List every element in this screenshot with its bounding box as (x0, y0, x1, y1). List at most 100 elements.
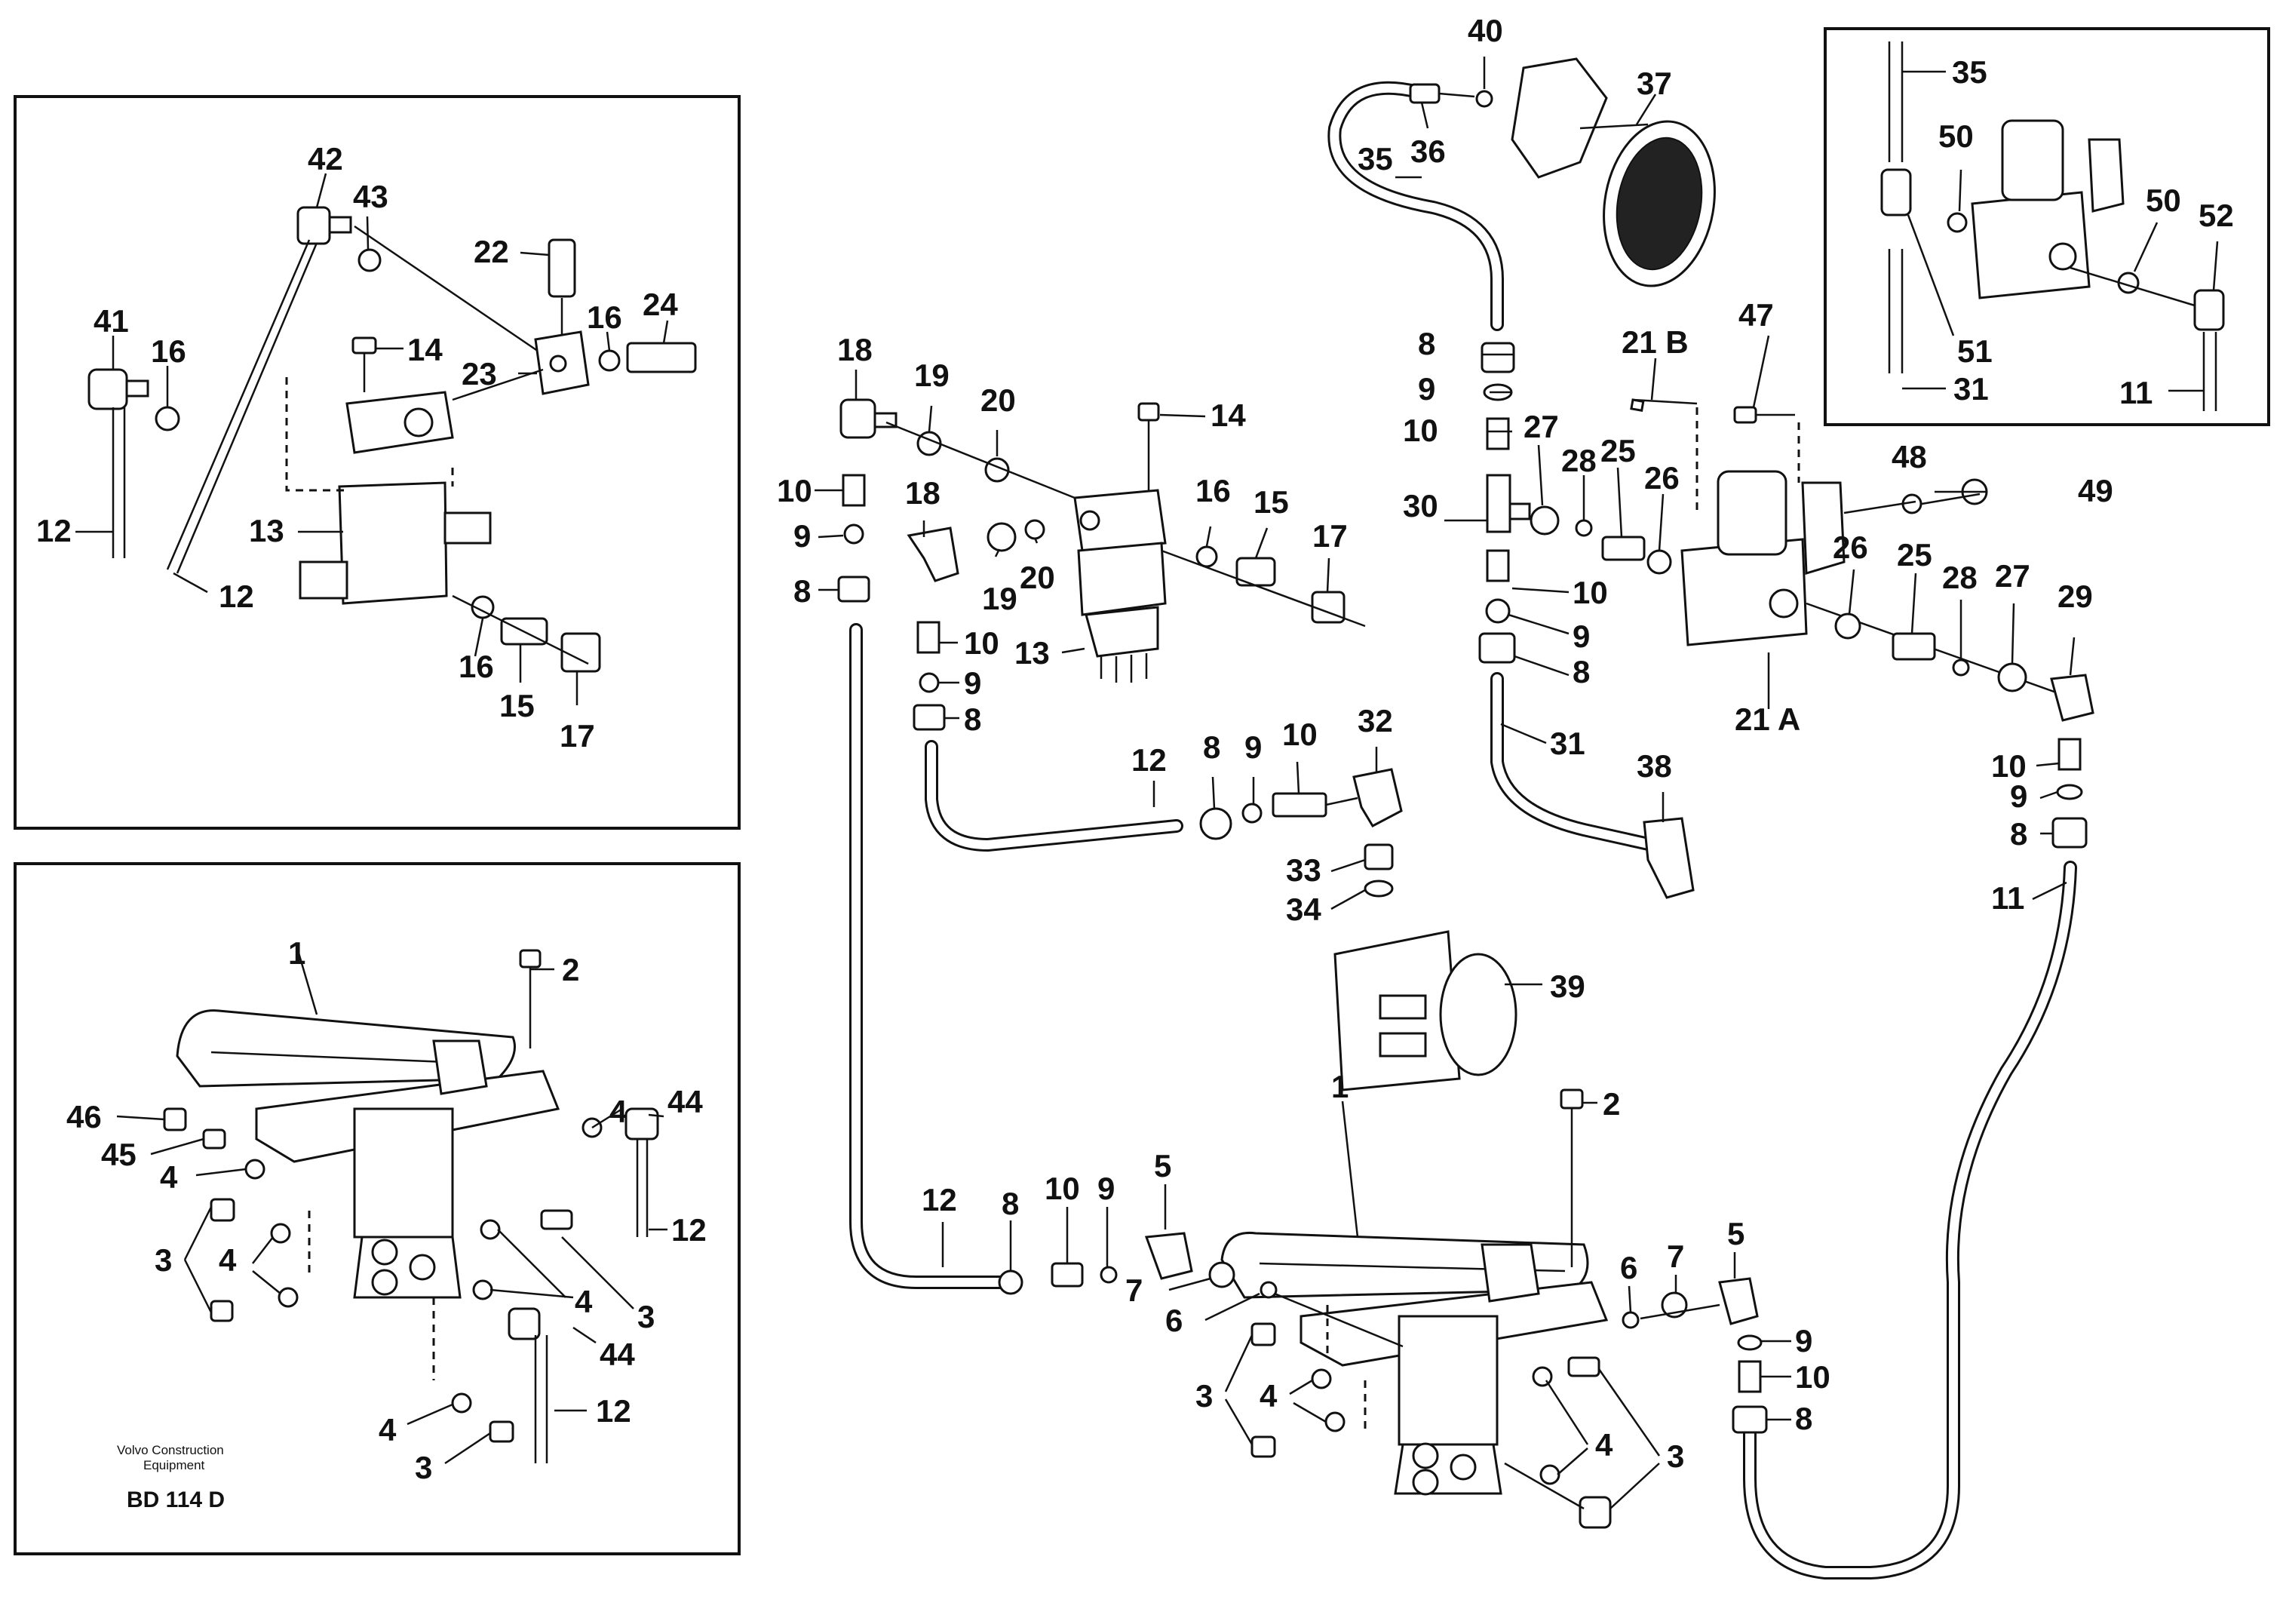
label-49: 49 (2078, 473, 2113, 508)
label-51: 51 (1957, 333, 1993, 369)
label-26: 26 (1833, 530, 1868, 565)
label-9: 9 (1795, 1323, 1812, 1358)
bottom-labels: 1 2 5 12 8 10 9 7 6 6 7 5 9 10 8 3 4 4 3 (922, 1069, 1830, 1509)
label-8: 8 (964, 701, 981, 737)
label-10: 10 (1282, 717, 1318, 752)
label-12: 12 (922, 1182, 957, 1217)
label-27: 27 (1524, 409, 1559, 444)
label-38: 38 (1637, 748, 1672, 784)
label-36: 36 (1410, 134, 1446, 169)
label-4: 4 (219, 1242, 237, 1278)
label-21a: 21 A (1735, 701, 1800, 737)
label-10: 10 (1991, 748, 2027, 784)
label-46: 46 (66, 1099, 102, 1134)
label-45: 45 (101, 1137, 137, 1172)
label-16: 16 (587, 299, 622, 335)
label-44: 44 (667, 1084, 703, 1119)
label-22: 22 (474, 234, 509, 269)
label-20: 20 (980, 382, 1016, 418)
inset-frame-regulator (1824, 27, 2270, 426)
label-8: 8 (1418, 326, 1435, 361)
label-4: 4 (1595, 1427, 1613, 1463)
label-11: 11 (1991, 880, 2024, 916)
label-15: 15 (1254, 484, 1289, 520)
label-41: 41 (94, 303, 129, 339)
label-9: 9 (964, 665, 981, 701)
label-39: 39 (1550, 969, 1585, 1004)
label-17: 17 (1312, 518, 1348, 554)
label-5: 5 (1154, 1148, 1171, 1183)
label-35: 35 (1952, 54, 1987, 90)
label-33: 33 (1286, 852, 1321, 888)
label-34: 34 (1286, 892, 1321, 927)
label-4: 4 (575, 1284, 593, 1319)
brand-line-1: Volvo Construction (117, 1443, 224, 1457)
label-13: 13 (1014, 635, 1050, 671)
label-28: 28 (1561, 443, 1597, 478)
inset-valve-labels: 42 43 22 41 16 16 24 14 23 12 13 12 16 1… (36, 141, 678, 754)
label-12: 12 (219, 579, 254, 614)
label-10: 10 (1403, 413, 1438, 448)
label-21b: 21 B (1622, 324, 1689, 360)
label-9: 9 (2010, 778, 2027, 814)
hoses (849, 81, 2077, 1579)
label-9: 9 (1418, 371, 1435, 407)
label-11: 11 (2119, 375, 2153, 410)
label-8: 8 (1573, 654, 1590, 689)
inset-valve-drawing (87, 206, 697, 673)
label-26: 26 (1644, 460, 1680, 496)
label-24: 24 (643, 287, 678, 322)
label-40: 40 (1468, 13, 1503, 48)
label-4: 4 (379, 1412, 397, 1447)
label-1: 1 (1331, 1069, 1349, 1104)
label-48: 48 (1892, 439, 1927, 474)
label-3: 3 (1667, 1438, 1684, 1474)
label-14: 14 (407, 332, 443, 367)
label-8: 8 (1203, 729, 1220, 765)
label-3: 3 (415, 1450, 432, 1485)
label-10: 10 (1573, 575, 1608, 610)
label-19: 19 (982, 581, 1017, 616)
brand-line-2: Equipment (143, 1458, 205, 1472)
label-7: 7 (1667, 1239, 1684, 1274)
label-52: 52 (2199, 198, 2234, 233)
label-5: 5 (1727, 1216, 1744, 1251)
label-3: 3 (1195, 1378, 1213, 1414)
label-13: 13 (249, 513, 284, 548)
main-labels: 40 37 35 36 18 19 20 14 10 9 8 18 19 20 … (777, 13, 2113, 1004)
label-17: 17 (560, 718, 595, 754)
label-47: 47 (1738, 297, 1774, 333)
label-15: 15 (499, 688, 535, 723)
inset-frame-valve (14, 95, 741, 830)
label-14: 14 (1211, 398, 1246, 433)
label-35: 35 (1358, 141, 1393, 177)
label-3: 3 (637, 1299, 655, 1334)
label-12: 12 (596, 1393, 631, 1429)
label-10: 10 (1795, 1359, 1830, 1395)
inset-pedal-labels: 1 2 46 45 4 44 4 12 3 4 3 4 44 4 12 3 Vo… (66, 935, 707, 1512)
label-8: 8 (1795, 1401, 1812, 1436)
label-8: 8 (793, 573, 811, 609)
label-8: 8 (1002, 1186, 1019, 1221)
label-4: 4 (1260, 1378, 1278, 1414)
drawing-code: BD 114 D (127, 1487, 225, 1512)
label-25: 25 (1897, 537, 1932, 573)
inset-pedal-drawing (163, 949, 659, 1463)
label-16: 16 (151, 333, 186, 369)
label-25: 25 (1600, 433, 1636, 468)
label-4: 4 (609, 1094, 628, 1129)
label-50: 50 (2146, 183, 2181, 218)
label-3: 3 (155, 1242, 172, 1278)
label-20: 20 (1020, 560, 1055, 595)
label-12: 12 (1131, 742, 1167, 778)
label-23: 23 (462, 356, 497, 391)
label-9: 9 (1097, 1171, 1115, 1206)
label-4: 4 (160, 1159, 178, 1195)
label-18: 18 (905, 475, 941, 511)
label-9: 9 (1244, 729, 1262, 765)
inset-regulator-drawing (1880, 41, 2225, 411)
label-43: 43 (353, 179, 388, 214)
label-12: 12 (671, 1212, 707, 1248)
label-44: 44 (600, 1337, 635, 1372)
